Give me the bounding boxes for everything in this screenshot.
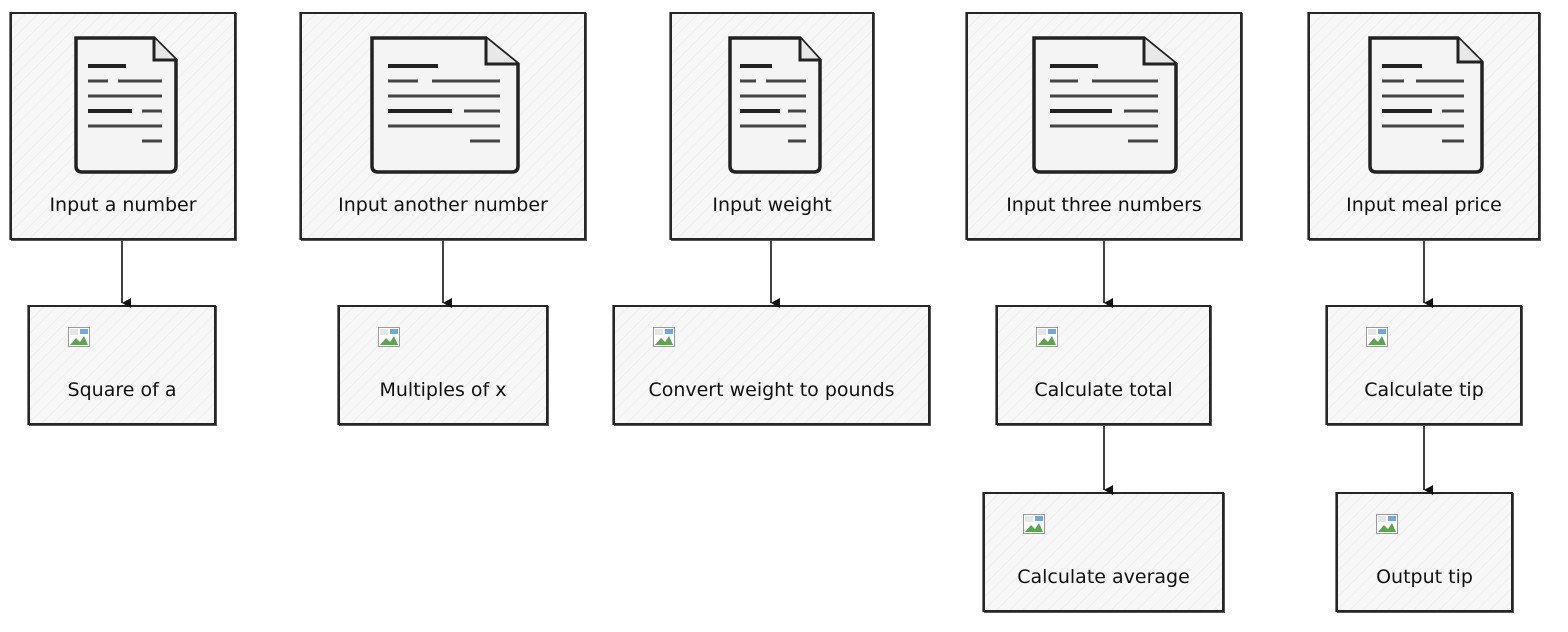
input-label: Input three numbers xyxy=(1006,194,1202,216)
step-box-output-tip[interactable]: Output tip xyxy=(1336,492,1513,612)
input-label: Input another number xyxy=(338,194,548,216)
step-label: Output tip xyxy=(1376,566,1473,588)
document-icon xyxy=(1032,36,1178,174)
input-box-5[interactable]: Input meal price xyxy=(1308,12,1540,240)
document-icon xyxy=(728,36,822,174)
image-icon xyxy=(68,327,90,347)
input-box-1[interactable]: Input a number xyxy=(10,12,236,240)
step-label: Calculate total xyxy=(1034,379,1173,401)
step-box-square[interactable]: Square of a xyxy=(28,305,216,425)
image-icon xyxy=(1023,514,1045,534)
step-label: Calculate tip xyxy=(1364,379,1484,401)
document-icon xyxy=(1368,36,1484,174)
input-label: Input meal price xyxy=(1346,194,1502,216)
step-box-tip[interactable]: Calculate tip xyxy=(1326,305,1522,425)
image-icon xyxy=(1366,327,1388,347)
input-label: Input a number xyxy=(49,194,197,216)
step-box-total[interactable]: Calculate total xyxy=(996,305,1211,425)
image-icon xyxy=(1376,514,1398,534)
step-label: Multiples of x xyxy=(379,379,507,401)
document-icon xyxy=(74,36,178,174)
image-icon xyxy=(378,327,400,347)
input-box-3[interactable]: Input weight xyxy=(670,12,874,240)
input-box-4[interactable]: Input three numbers xyxy=(966,12,1242,240)
document-icon xyxy=(370,36,520,174)
step-box-convert[interactable]: Convert weight to pounds xyxy=(613,305,930,425)
step-box-average[interactable]: Calculate average xyxy=(983,492,1224,612)
input-label: Input weight xyxy=(712,194,832,216)
input-box-2[interactable]: Input another number xyxy=(300,12,586,240)
step-label: Square of a xyxy=(67,379,177,401)
step-box-multiples[interactable]: Multiples of x xyxy=(338,305,548,425)
image-icon xyxy=(653,327,675,347)
step-label: Convert weight to pounds xyxy=(648,379,895,401)
step-label: Calculate average xyxy=(1017,566,1190,588)
image-icon xyxy=(1036,327,1058,347)
